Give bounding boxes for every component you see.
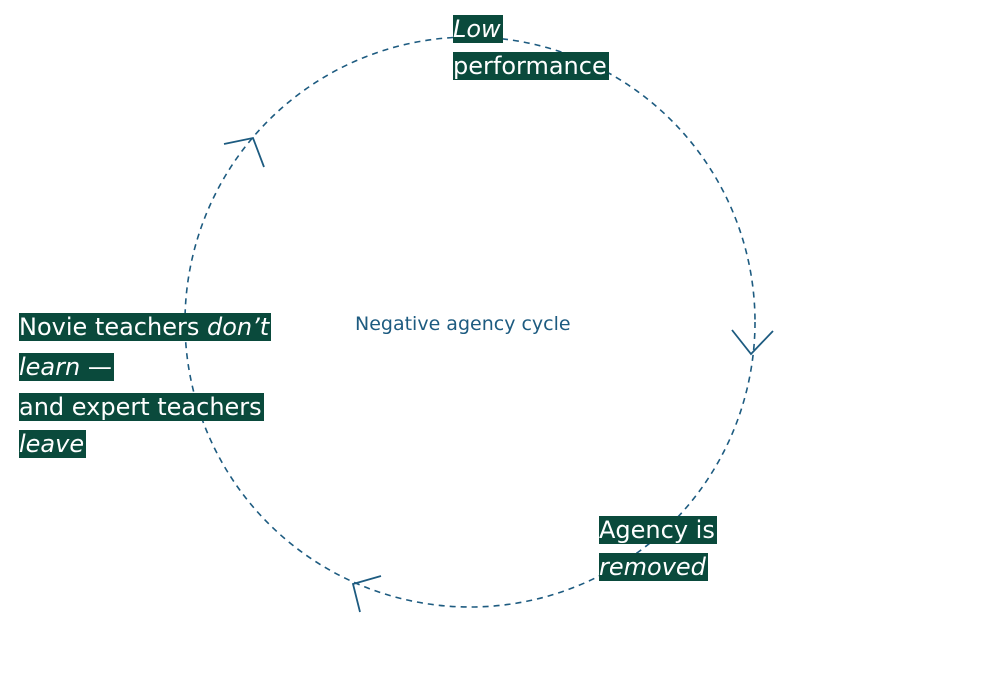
- arrow-right: [731, 329, 774, 356]
- node-agency-removed-line1: Agency is: [599, 516, 717, 544]
- node-teachers-line2-italic: learn: [19, 353, 81, 381]
- node-teachers: Novie teachers don’t learn — and expert …: [19, 307, 272, 464]
- arrow-bottom-left: [351, 575, 382, 613]
- node-low-performance-word1: Low: [453, 15, 503, 43]
- node-low-performance: Low performance: [453, 9, 609, 86]
- node-teachers-line3: and expert teachers: [19, 393, 264, 421]
- node-agency-removed: Agency is removed: [599, 510, 717, 587]
- node-agency-removed-line2: removed: [599, 553, 708, 581]
- node-teachers-line1-italic: don’t: [206, 313, 270, 341]
- node-teachers-line4-italic: leave: [19, 430, 87, 458]
- node-teachers-line2-plain: —: [80, 353, 112, 381]
- cycle-title: Negative agency cycle: [355, 313, 571, 335]
- arrow-upper-left: [223, 136, 265, 168]
- node-low-performance-word2: performance: [453, 52, 609, 80]
- node-teachers-line1-plain: Novie teachers: [19, 313, 207, 341]
